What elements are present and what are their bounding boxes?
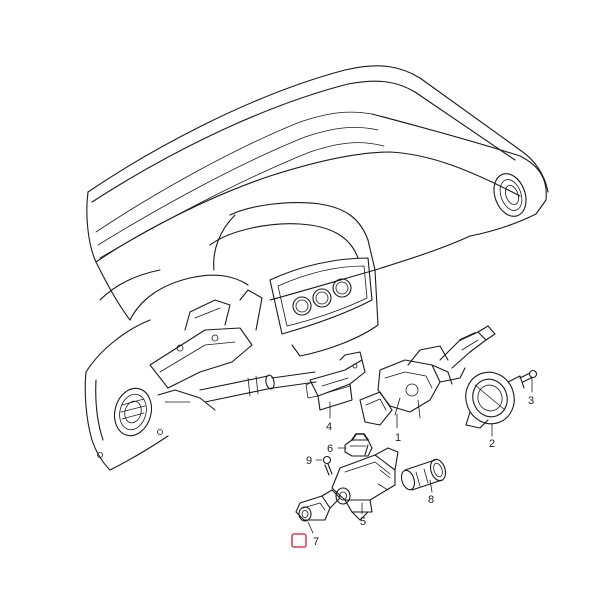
part-2-clock-spring — [465, 371, 525, 429]
callout-3: 3 — [528, 395, 534, 407]
part-9-screw-icon — [322, 455, 333, 476]
callout-9: 9 — [306, 455, 312, 467]
left-air-vent-icon — [113, 387, 153, 437]
gauge-center-icon — [312, 288, 332, 308]
part-3-screw-icon — [519, 369, 538, 383]
part-8-sleeve — [400, 458, 447, 491]
dashboard-panel — [84, 65, 549, 471]
callout-2: 2 — [489, 438, 495, 450]
callout-8: 8 — [428, 494, 434, 506]
stalk-lever — [439, 325, 496, 369]
leader-lines — [307, 377, 533, 534]
gauge-right-icon — [332, 278, 352, 298]
steering-column-bracket — [97, 289, 263, 458]
callout-7: 7 — [313, 536, 319, 548]
callout-5: 5 — [360, 516, 366, 528]
part-4-housing — [305, 351, 366, 411]
gauge-left-icon — [292, 296, 312, 316]
instrument-cluster — [269, 257, 373, 335]
part-7-lock-cylinder — [295, 489, 341, 522]
callout-4: 4 — [326, 421, 332, 433]
steering-shaft — [199, 371, 317, 403]
part-6-switch — [344, 433, 373, 457]
callout-1: 1 — [395, 432, 401, 444]
callout-6: 6 — [327, 443, 333, 455]
right-air-vent-icon — [493, 173, 527, 217]
highlight-marker-part-7[interactable] — [291, 533, 307, 548]
part-1-switch-housing — [359, 345, 466, 426]
